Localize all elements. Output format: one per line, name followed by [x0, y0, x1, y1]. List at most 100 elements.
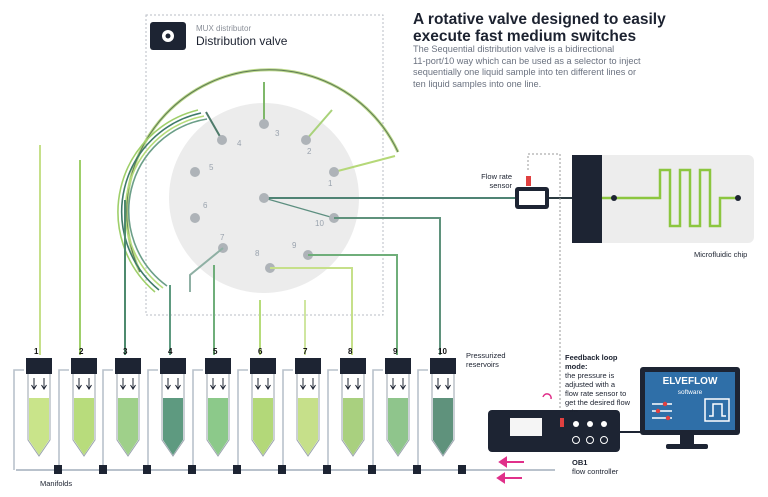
controller-label: OB1 flow controller [572, 458, 618, 476]
manifolds-label: Manifolds [40, 479, 73, 488]
reservoir-liquid-5 [208, 398, 228, 455]
feedback-line-2: mode: [565, 362, 588, 371]
controller-line-1: OB1 [572, 458, 588, 467]
reservoirs-label: Pressurized reservoirs [466, 351, 506, 369]
manifold-block-8 [368, 465, 376, 474]
manifold-block-3 [143, 465, 151, 474]
feedback-line-6: get the desired flow [565, 398, 631, 407]
software-graph-panel [704, 398, 730, 422]
software-label: software [678, 389, 703, 396]
desc-line-2: 11-port/10 way which can be used as a se… [413, 55, 641, 66]
valve-center-port [259, 193, 269, 203]
valve-port-6 [190, 213, 200, 223]
valve-arms [205, 82, 515, 219]
manifold-block-10 [458, 465, 466, 474]
manifold-blocks [54, 465, 466, 474]
manifold-block-9 [413, 465, 421, 474]
page-description: The Sequential distribution valve is a b… [413, 44, 641, 90]
valve-port-label-2: 2 [307, 147, 312, 156]
valve-port-4 [217, 135, 227, 145]
reservoir-liquid-7 [298, 398, 318, 455]
manifold-block-4 [188, 465, 196, 474]
refresh-icon [542, 393, 552, 400]
manifold-block-6 [278, 465, 286, 474]
feedback-line-1: Feedback loop [565, 353, 618, 362]
title-line-1: A rotative valve designed to easily [413, 11, 666, 28]
sensor-line-1: Flow rate [481, 172, 512, 181]
valve-port-label-3: 3 [275, 129, 280, 138]
reservoir-2: 2 [58, 347, 97, 470]
mux-boundary [145, 14, 384, 316]
ob1-screen [510, 418, 542, 436]
reservoir-number-7: 7 [303, 347, 308, 356]
reservoir-7: 7 [282, 347, 321, 470]
manifold-block-7 [323, 465, 331, 474]
feedback-line-3: the pressure is [565, 371, 615, 380]
reservoir-number-3: 3 [123, 347, 128, 356]
valve-port-label-1: 1 [328, 179, 333, 188]
tube-bundle [117, 109, 208, 293]
reservoir-number-9: 9 [393, 347, 398, 356]
reservoir-number-1: 1 [34, 347, 39, 356]
desc-line-1: The Sequential distribution valve is a b… [413, 44, 615, 54]
reservoir-number-2: 2 [79, 347, 84, 356]
reservoir-liquid-8 [343, 398, 363, 455]
reservoir-lines [39, 145, 441, 355]
valve-port-3 [259, 119, 269, 129]
ob1-controller [488, 410, 620, 452]
reservoir-8: 8 [327, 347, 366, 470]
reservoir-number-10: 10 [438, 347, 447, 356]
software-brand: ELVEFLOW [663, 376, 718, 387]
valve-port-2 [301, 135, 311, 145]
reservoir-3: 3 [102, 347, 141, 470]
reservoir-number-6: 6 [258, 347, 263, 356]
mux-subtitle: MUX distributor [196, 24, 252, 33]
chip-label: Microfluidic chip [694, 250, 748, 259]
reservoirs-line-2: reservoirs [466, 360, 499, 369]
valve-port-label-5: 5 [209, 163, 214, 172]
feedback-line-7: rate [565, 407, 578, 412]
controller-line-2: flow controller [572, 467, 619, 476]
reservoir-number-5: 5 [213, 347, 218, 356]
manifold-block-1 [54, 465, 62, 474]
flow-sensor-label: Flow rate sensor [478, 172, 512, 190]
valve-port-label-6: 6 [203, 201, 208, 210]
reservoir-liquid-4 [163, 398, 183, 455]
reservoir-liquid-2 [74, 398, 94, 455]
desc-line-3: sequentially one liquid sample into ten … [413, 67, 637, 77]
feedback-description: Feedback loop mode: the pressure is adju… [565, 353, 630, 412]
reservoir-number-4: 4 [168, 347, 173, 356]
page-title: A rotative valve designed to easily exec… [413, 11, 666, 45]
reservoir-4: 4 [147, 347, 186, 470]
title-line-2: execute fast medium switches [413, 28, 637, 45]
reservoir-liquid-1 [29, 398, 49, 455]
flow-arrows [496, 456, 524, 484]
valve-port-label-4: 4 [237, 139, 242, 148]
reservoir-1: 1 [13, 347, 52, 470]
microfluidic-chip [572, 155, 754, 243]
chip-channel [602, 168, 738, 228]
valve-port-1 [329, 167, 339, 177]
sensor-line-2: sensor [489, 181, 512, 190]
valve-port-5 [190, 167, 200, 177]
mux-title: Distribution valve [196, 34, 288, 48]
reservoir-group: 1 2 3 4 5 6 7 8 9 10 [13, 347, 456, 470]
reservoir-liquid-10 [433, 398, 453, 455]
manifold-block-5 [233, 465, 241, 474]
feedback-line-5: flow rate sensor to [565, 389, 627, 398]
valve-port-label-10: 10 [315, 219, 324, 228]
valve-port-label-8: 8 [255, 249, 260, 258]
reservoir-6: 6 [237, 347, 276, 470]
valve-port-label-7: 7 [220, 233, 225, 242]
manifold-block-2 [99, 465, 107, 474]
reservoirs-line-1: Pressurized [466, 351, 506, 360]
reservoir-9: 9 [372, 347, 411, 470]
reservoir-10: 10 [417, 347, 456, 470]
reservoir-liquid-9 [388, 398, 408, 455]
reservoir-number-8: 8 [348, 347, 353, 356]
reservoir-liquid-6 [253, 398, 273, 455]
valve-port-label-9: 9 [292, 241, 297, 250]
desc-line-4: ten liquid samples into one line. [413, 78, 542, 89]
feedback-line-4: adjusted with a [565, 380, 616, 389]
